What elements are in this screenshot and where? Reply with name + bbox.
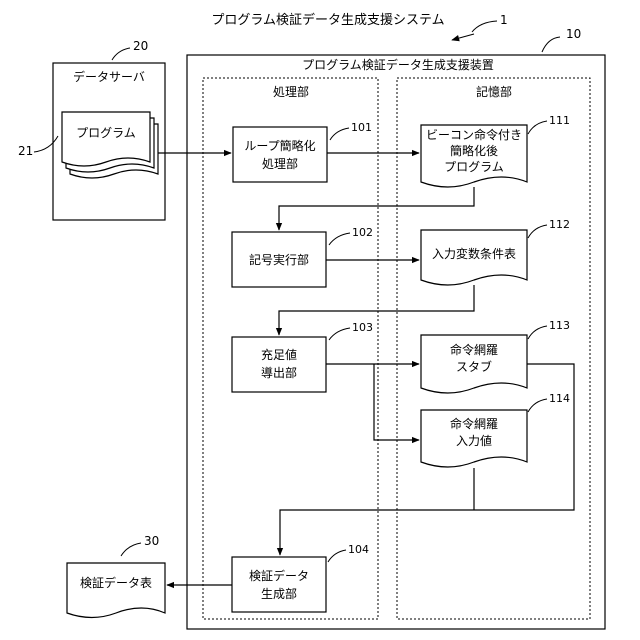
ref-table: 30: [144, 534, 159, 548]
loop-unit-line1: ループ簡略化: [244, 138, 315, 153]
condition-derivation-unit: [232, 337, 326, 392]
leader-generator: [328, 550, 346, 562]
leader-program: [34, 136, 58, 152]
generator-line2: 生成部: [261, 586, 297, 601]
leader-stub: [528, 326, 547, 339]
device-label: プログラム検証データ生成支援装置: [302, 57, 494, 72]
leader-input-table: [528, 225, 547, 238]
verification-table-label: 検証データ表: [80, 575, 152, 590]
ref-symbolic: 102: [352, 226, 373, 239]
leader-device: [542, 37, 560, 52]
stub-doc-line2: スタブ: [456, 359, 492, 374]
verification-data-table-doc: [67, 563, 165, 618]
input-table-label: 入力変数条件表: [432, 246, 516, 261]
arrow-table-to-condition: [279, 285, 474, 335]
condition-unit-line2: 導出部: [261, 365, 297, 380]
leader-table: [121, 543, 141, 556]
symbolic-unit-label: 記号実行部: [249, 252, 309, 267]
diagram-title: プログラム検証データ生成支援システム: [211, 12, 444, 28]
arrow-beacon-to-symbolic: [279, 187, 474, 230]
beacon-doc-line1: ビーコン命令付き: [426, 127, 522, 142]
verification-data-generator: [232, 557, 326, 612]
ref-server: 20: [133, 39, 148, 53]
ref-program: 21: [18, 144, 33, 158]
processing-label: 処理部: [273, 84, 309, 99]
data-server-label: データサーバ: [73, 69, 145, 84]
loop-simplification-unit: [233, 127, 327, 182]
leader-symbolic: [329, 233, 350, 245]
input-value-line2: 入力値: [456, 433, 492, 448]
beacon-doc-line3: プログラム: [444, 160, 504, 174]
leader-system: [472, 21, 497, 32]
storage-label: 記憶部: [476, 84, 512, 99]
ref-stub: 113: [549, 319, 570, 332]
ref-loop: 101: [351, 121, 372, 134]
leader-input-value: [528, 399, 547, 412]
beacon-doc-line2: 簡略化後: [450, 143, 498, 158]
input-value-line1: 命令網羅: [450, 416, 498, 431]
leader-beacon: [528, 121, 547, 134]
generator-line1: 検証データ: [249, 568, 309, 583]
ref-system: 1: [500, 13, 508, 27]
arrow-system: [452, 34, 474, 40]
condition-unit-line1: 充足値: [261, 347, 297, 362]
ref-beacon: 111: [549, 114, 570, 127]
ref-condition: 103: [352, 321, 373, 334]
ref-input-value: 114: [549, 392, 570, 405]
loop-unit-line2: 処理部: [262, 156, 298, 171]
leader-condition: [329, 328, 350, 340]
stub-doc-line1: 命令網羅: [450, 342, 498, 357]
program-label: プログラム: [76, 126, 136, 140]
ref-generator: 104: [348, 543, 369, 556]
leader-loop: [330, 128, 349, 140]
leader-server: [112, 48, 130, 60]
ref-input-table: 112: [549, 218, 570, 231]
ref-device: 10: [566, 27, 581, 41]
